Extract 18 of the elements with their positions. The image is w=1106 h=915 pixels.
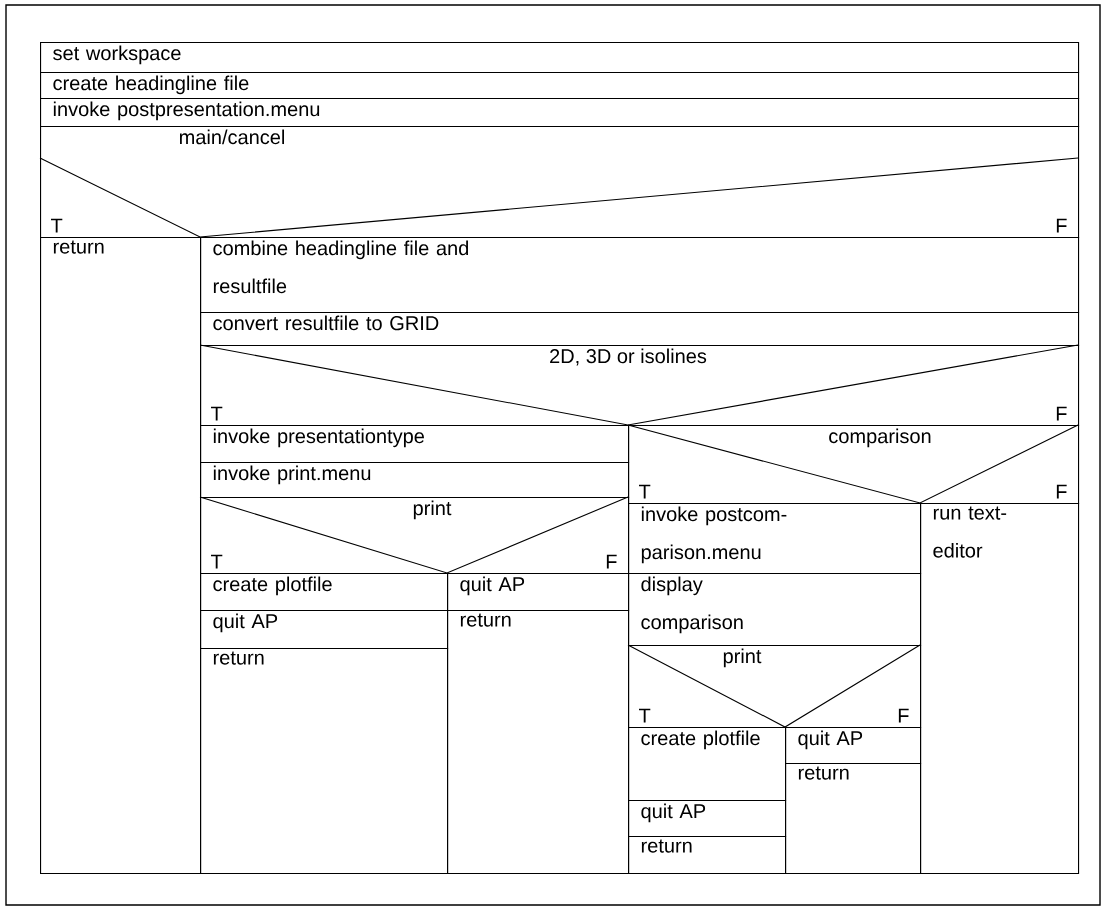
process-box: quit AP: [200, 610, 449, 650]
process-box: invoke postpresentation.menu: [40, 98, 1080, 128]
process-box: set workspace: [40, 42, 1080, 74]
process-box: return: [40, 237, 202, 875]
process-box: quit AP: [447, 573, 630, 612]
process-box: invoke presentationtype: [200, 425, 630, 464]
process-box: return: [785, 763, 922, 875]
process-box: quit AP: [628, 800, 787, 838]
process-box: create headingline file: [40, 72, 1080, 100]
process-box: convert resultfile to GRID: [200, 312, 1080, 347]
process-box: quit AP: [785, 727, 922, 765]
process-box: return: [447, 610, 630, 875]
process-box: invoke print.menu: [200, 462, 630, 499]
process-box: create plotfile: [628, 727, 787, 802]
process-box: create plotfile: [200, 573, 449, 612]
process-box: return: [200, 648, 449, 875]
process-box: run text- editor: [920, 503, 1080, 875]
process-box: return: [628, 836, 787, 875]
